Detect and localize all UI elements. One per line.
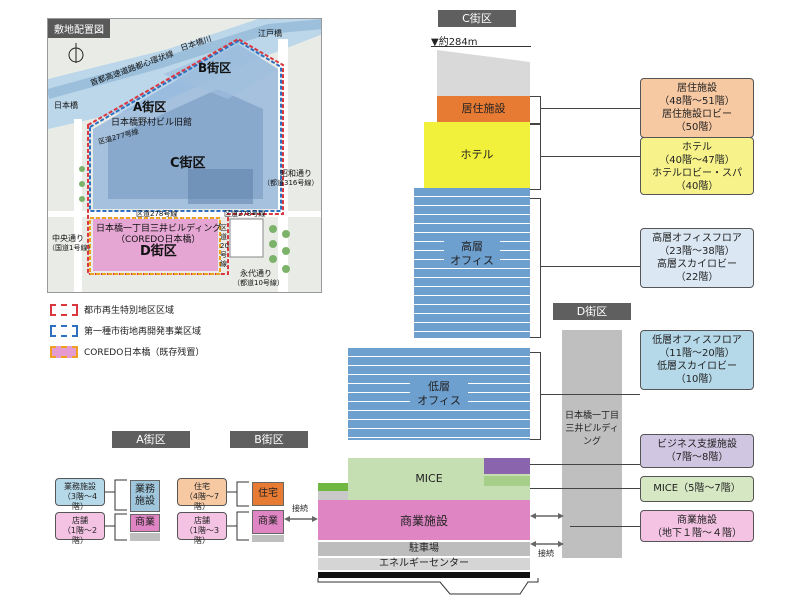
callout-a-store: 店舗 （1階～2階） bbox=[55, 512, 105, 545]
connection-label-left: 接続 bbox=[292, 504, 308, 513]
site-map: 敷地配置図 江戸橋 日本橋川 首都高速道路都心環状線 日本橋 日本橋野村ビル旧館… bbox=[47, 18, 322, 293]
low-office-section: 低層 オフィス bbox=[348, 348, 530, 440]
foundation-outline bbox=[317, 578, 539, 595]
hotel-section: ホテル bbox=[424, 122, 530, 188]
d-block-header: D街区 bbox=[553, 303, 631, 320]
legend-label: 第一種市街地再開発事業区域 bbox=[84, 327, 202, 337]
callout-business-support: ビジネス支援施設 （7階～8階） bbox=[640, 434, 754, 468]
c-block-header: C街区 bbox=[438, 10, 516, 27]
site-map-drawing bbox=[48, 19, 321, 292]
d-building: 日本橋一丁目 三井ビルディング bbox=[562, 330, 622, 558]
label-coredo: （COREDO日本橋） bbox=[116, 235, 201, 245]
label-d-block: D街区 bbox=[140, 244, 177, 259]
legend-swatch-orange bbox=[50, 345, 78, 358]
mice-label: MICE bbox=[415, 472, 443, 485]
callout-high-office: 高層オフィスフロア （23階～38階） 高層スカイロビー （22階） bbox=[640, 228, 754, 288]
energy-section: エネルギーセンター bbox=[318, 558, 530, 570]
map-title: 敷地配置図 bbox=[48, 19, 110, 38]
callout-residential: 居住施設 （48階～51階） 居住施設ロビー （50階） bbox=[640, 78, 754, 138]
mice-section: MICE bbox=[348, 458, 530, 500]
legend-swatch-blue bbox=[50, 324, 78, 337]
label-nihonbashi: 日本橋 bbox=[54, 101, 78, 110]
label-eitai-sub: （都道10号線） bbox=[233, 279, 284, 287]
label-showa: 昭和通り bbox=[280, 169, 312, 178]
leader-line bbox=[570, 526, 640, 527]
leader-line bbox=[540, 156, 640, 157]
commercial-section: 商業施設 bbox=[318, 500, 530, 540]
leader-line bbox=[540, 108, 640, 109]
tower-gap bbox=[348, 338, 530, 348]
label-chuo: 中央通り bbox=[52, 234, 84, 243]
b-residence-box: 住宅 bbox=[252, 482, 284, 506]
connection-arrows-right bbox=[530, 513, 564, 547]
foundation bbox=[318, 572, 530, 578]
callout-a-office: 業務施設 （3階～4階） bbox=[55, 478, 105, 511]
callout-b-store: 店舗 （1階～3階） bbox=[177, 512, 227, 545]
height-line bbox=[431, 46, 531, 47]
label-road20: 区道20号線 bbox=[220, 224, 229, 268]
label-showa-sub: （都道316号線） bbox=[263, 179, 319, 187]
high-office-label: 高層 オフィス bbox=[444, 240, 500, 268]
residential-section: 居住施設 bbox=[437, 96, 530, 122]
label-c-block: C街区 bbox=[170, 156, 206, 171]
connection-arrow-left bbox=[284, 516, 318, 522]
d-building-label: 日本橋一丁目 三井ビルディング bbox=[564, 411, 619, 447]
b-commercial-box: 商業 bbox=[252, 510, 284, 534]
hotel-label: ホテル bbox=[460, 148, 494, 161]
label-road278b: 区道278号線 bbox=[224, 210, 266, 218]
mice-band bbox=[484, 476, 530, 486]
a-office-box: 業務 施設 bbox=[130, 480, 160, 512]
parking-section: 駐車場 bbox=[318, 542, 530, 556]
label-mitsui: 日本橋一丁目三井ビルディング bbox=[96, 224, 222, 234]
bracket-low-office bbox=[530, 352, 541, 440]
low-office-label: 低層 オフィス bbox=[410, 380, 468, 408]
a-base bbox=[130, 533, 160, 541]
callout-mice: MICE（5階～7階） bbox=[640, 476, 754, 502]
legend-item-coredo: COREDO日本橋（既存残置） bbox=[50, 345, 310, 358]
bracket-hotel bbox=[530, 124, 541, 190]
label-b-block: B街区 bbox=[198, 61, 232, 75]
b-block-header: B街区 bbox=[230, 431, 308, 448]
label-chuo-sub: （国道1号線） bbox=[48, 244, 95, 252]
residential-label: 居住施設 bbox=[437, 102, 530, 116]
callout-low-office: 低層オフィスフロア （11階～20階） 低層スカイロビー （10階） bbox=[640, 330, 754, 390]
bracket-residential bbox=[530, 96, 541, 124]
label-road278a: 区道278号線 bbox=[136, 210, 178, 218]
leader-line bbox=[530, 488, 640, 489]
legend-label: COREDO日本橋（既存残置） bbox=[84, 348, 205, 358]
business-support-band bbox=[484, 458, 530, 474]
label-edo-bridge: 江戸橋 bbox=[258, 29, 282, 38]
commercial-label: 商業施設 bbox=[399, 514, 448, 528]
bracket-high-office bbox=[530, 198, 541, 338]
b-base bbox=[252, 535, 284, 542]
label-a-block: A街区 bbox=[133, 100, 167, 114]
legend-swatch-red bbox=[50, 303, 78, 316]
legend: 都市再生特別地区区域 第一種市街地再開発事業区域 COREDO日本橋（既存残置） bbox=[50, 303, 310, 358]
leader-line bbox=[540, 266, 640, 267]
callout-hotel: ホテル （40階～47階） ホテルロビー・スパ （40階） bbox=[640, 137, 754, 195]
callout-commercial: 商業施設 （地下１階～４階） bbox=[640, 510, 754, 542]
callout-b-residence: 住宅 （4階～7階） bbox=[177, 478, 227, 511]
parking-label: 駐車場 bbox=[409, 543, 439, 554]
label-eitai: 永代通り bbox=[240, 269, 272, 278]
label-nomura: 日本橋野村ビル旧館 bbox=[111, 118, 193, 128]
podium-gray bbox=[318, 491, 348, 500]
high-office-section: 高層 オフィス bbox=[414, 188, 530, 338]
green-roof bbox=[318, 483, 348, 491]
leader-line bbox=[530, 464, 640, 465]
legend-item-urban: 都市再生特別地区区域 bbox=[50, 303, 310, 316]
tower-crown bbox=[437, 50, 530, 96]
height-label: ▼約284m bbox=[431, 37, 478, 48]
a-block-header: A街区 bbox=[112, 431, 190, 448]
a-commercial-box: 商業 bbox=[130, 514, 160, 532]
b-block-bracket bbox=[227, 481, 249, 541]
legend-item-redevelopment: 第一種市街地再開発事業区域 bbox=[50, 324, 310, 337]
connection-label-right: 接続 bbox=[538, 549, 554, 558]
leader-line bbox=[540, 394, 640, 395]
legend-label: 都市再生特別地区区域 bbox=[84, 306, 175, 316]
a-block-bracket bbox=[105, 479, 127, 541]
energy-label: エネルギーセンター bbox=[379, 558, 469, 569]
